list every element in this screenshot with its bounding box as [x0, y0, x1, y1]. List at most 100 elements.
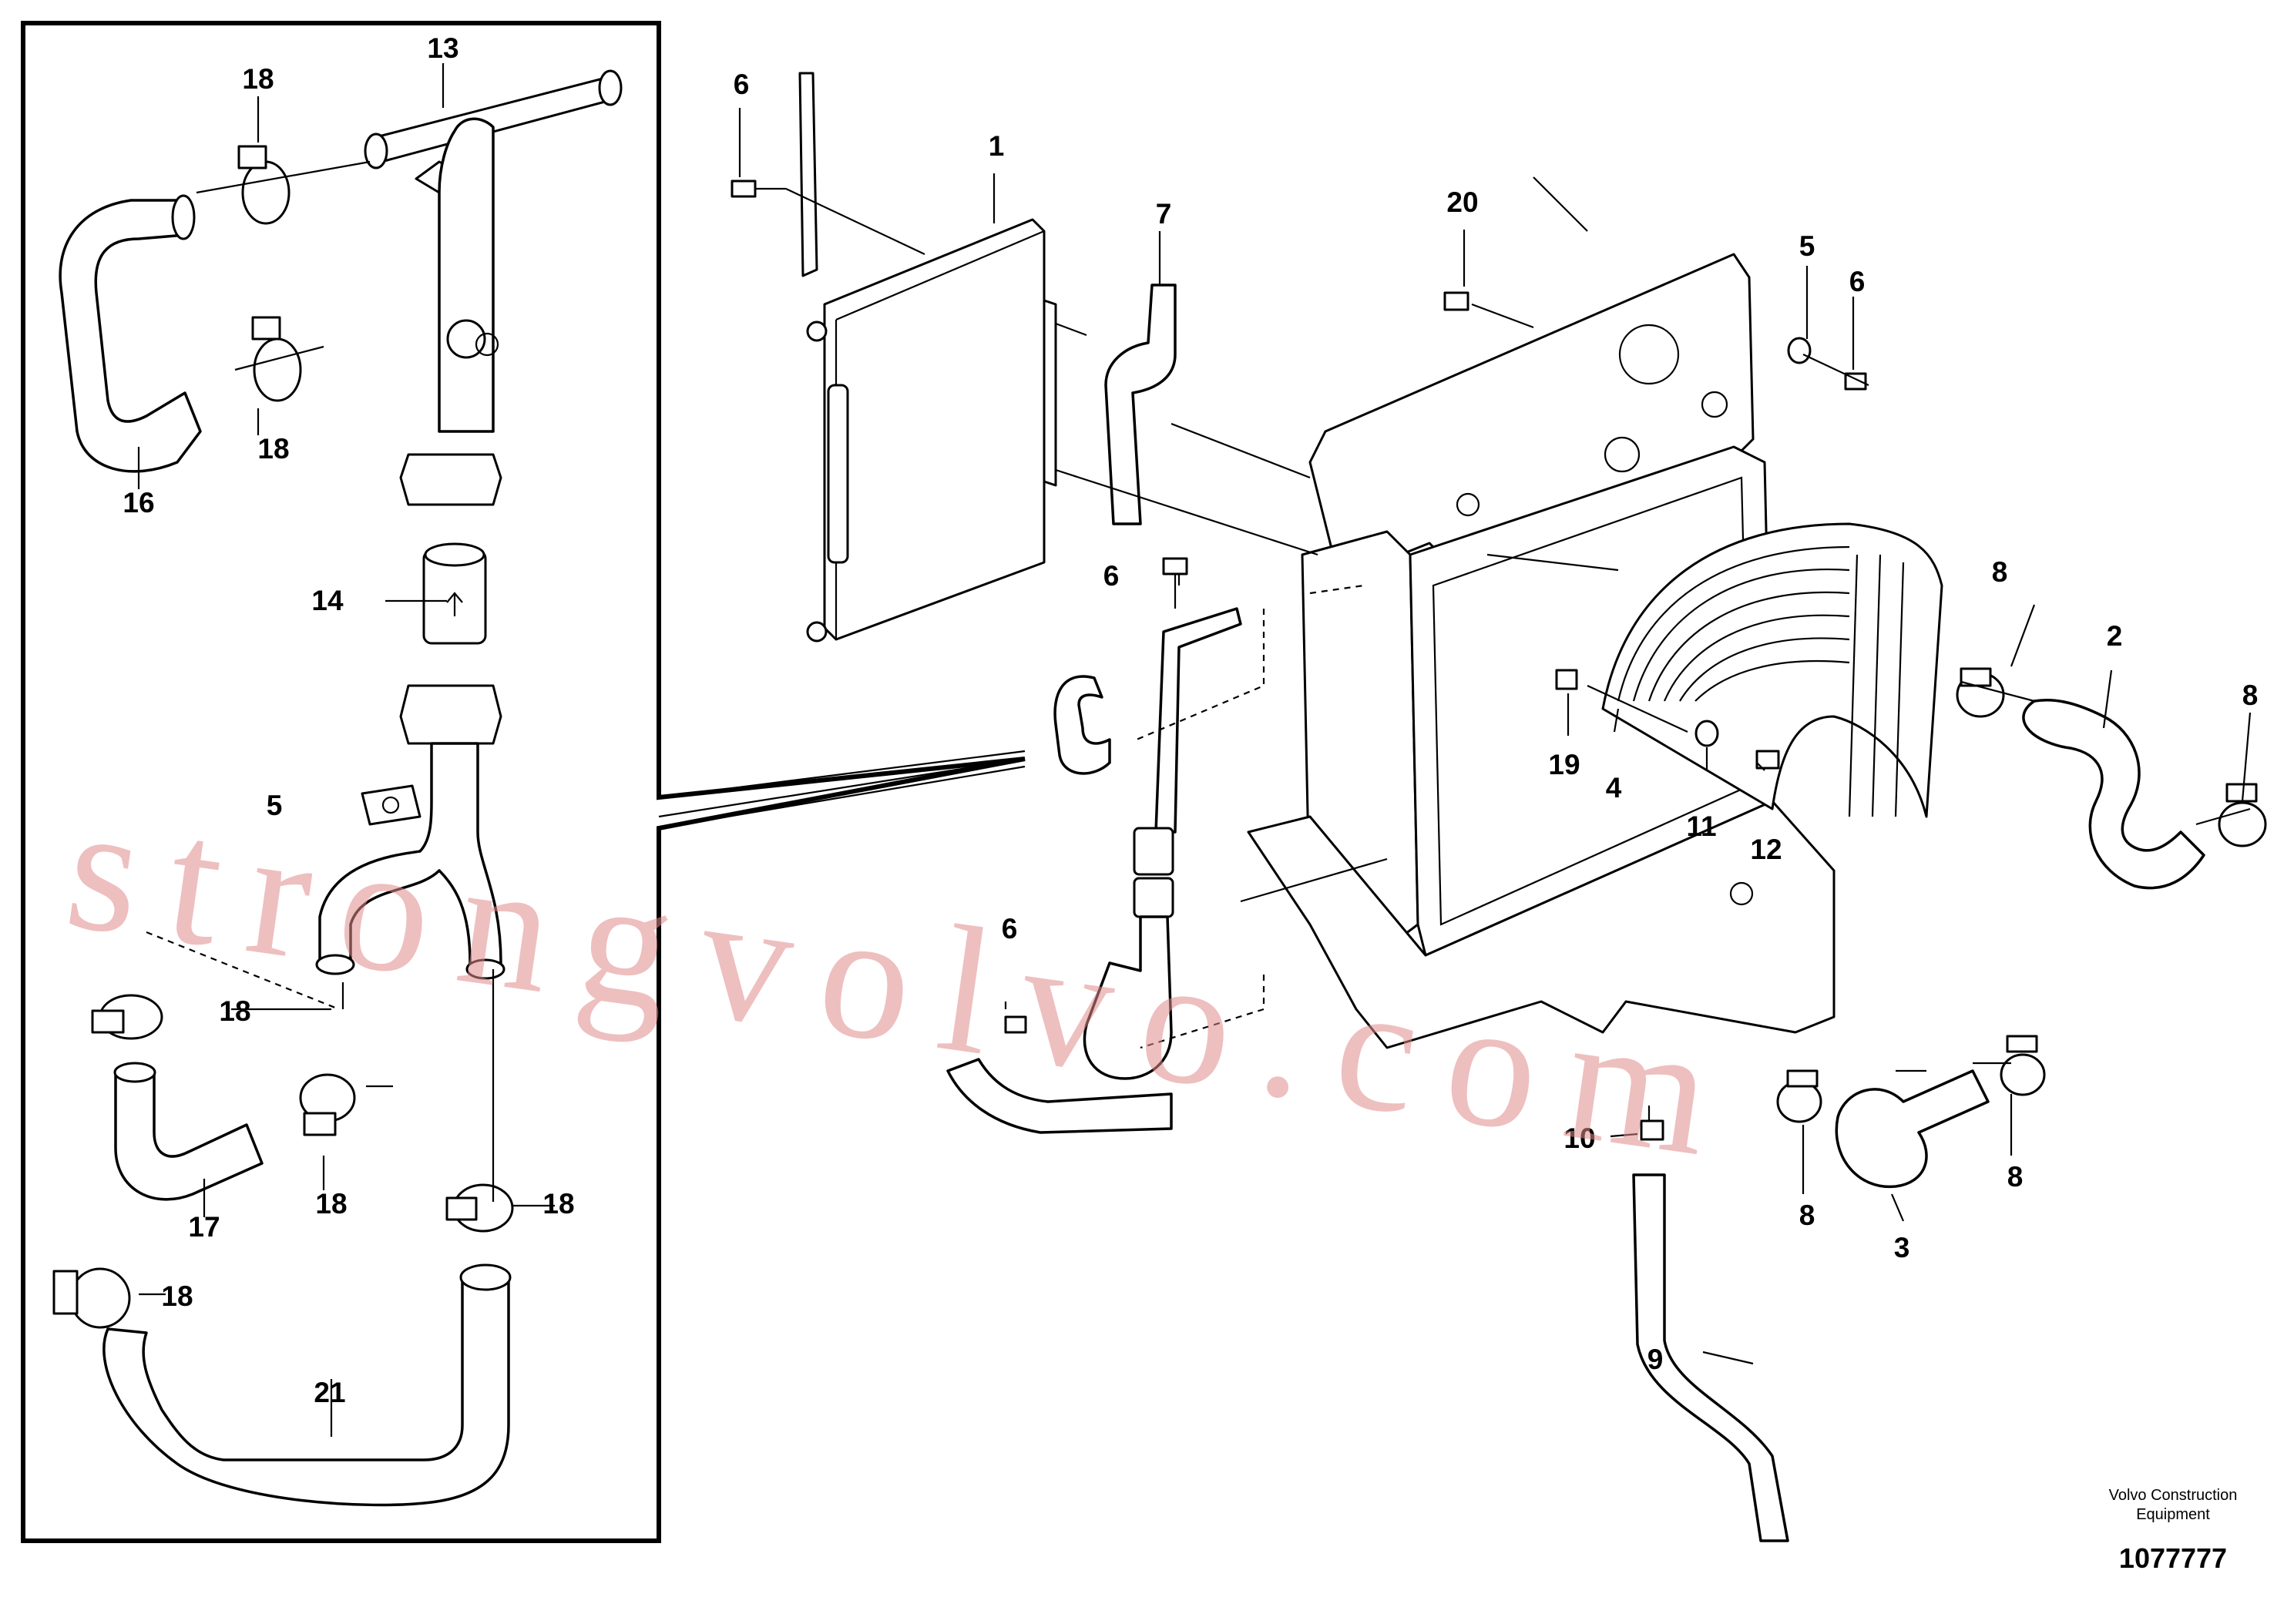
clamp-8	[1956, 667, 2005, 718]
callout-4: 4	[1606, 772, 1622, 804]
callout-8-a: 8	[1992, 556, 2008, 588]
callout-8-d: 8	[2007, 1161, 2024, 1193]
callout-18-b: 18	[257, 433, 289, 465]
bolt-6	[731, 180, 786, 198]
hose-21-end	[459, 1263, 512, 1291]
clip-19	[1555, 669, 1578, 690]
mount-hole	[1456, 492, 1480, 517]
clamp-8	[1776, 1069, 1822, 1123]
clamp-18	[237, 145, 291, 225]
publisher-line-1: Volvo Construction	[2109, 1487, 2238, 1504]
callout-5-main: 5	[1799, 230, 1815, 262]
clamp-18	[251, 316, 302, 402]
y-pipe	[318, 742, 502, 965]
publisher-block: Volvo Construction Equipment 1077777	[2109, 1487, 2238, 1574]
mount-hole	[1618, 324, 1680, 385]
callout-5-inset: 5	[267, 790, 283, 821]
hose-9	[1632, 1173, 1789, 1542]
hinge-strip	[827, 384, 849, 564]
nut-upper	[399, 453, 502, 506]
callouts: 1 2 3 4 5 5 6 6 6 6 7 8 8 8 8 9 10 11 12…	[123, 32, 2258, 1408]
callout-6-right: 6	[1849, 266, 1866, 297]
callout-18-f: 18	[161, 1280, 193, 1312]
vertical-pipe	[438, 117, 495, 433]
callout-1: 1	[989, 130, 1005, 162]
check-valve-top	[424, 542, 485, 567]
washer-5	[1787, 337, 1812, 364]
callout-11: 11	[1686, 810, 1716, 842]
clip-10	[1640, 1119, 1664, 1141]
flow-arrow-icon	[446, 592, 463, 616]
y-pipe-bracket	[361, 784, 422, 826]
callout-6-mid: 6	[1103, 560, 1120, 592]
stud	[806, 320, 828, 342]
callout-3: 3	[1894, 1232, 1910, 1263]
hose-17-end	[113, 1062, 156, 1083]
fan-guard	[1601, 522, 1943, 818]
callout-6-top: 6	[734, 69, 750, 100]
inset-leader-lines	[658, 750, 1026, 830]
cooler-plate-1	[823, 218, 1046, 641]
mount-hole	[1701, 391, 1728, 418]
callout-18-d: 18	[315, 1188, 347, 1220]
mount-hole	[1604, 436, 1641, 473]
hose-7	[1104, 284, 1177, 525]
inset-parts	[52, 63, 623, 1507]
clamp-8	[2000, 1035, 2046, 1096]
callout-14: 14	[311, 585, 344, 616]
cooler-bracket	[1043, 299, 1057, 487]
small-fitting	[1133, 827, 1174, 876]
bolt-20	[1443, 291, 1469, 311]
callout-8-b: 8	[2242, 679, 2259, 711]
bolt-6	[1162, 557, 1188, 609]
bolt-12	[1755, 750, 1780, 770]
inset-frame	[21, 21, 1026, 1543]
hose-17	[114, 1069, 264, 1201]
detail-inset	[21, 21, 1026, 1543]
washer-11	[1694, 720, 1719, 747]
callout-18-a: 18	[242, 63, 274, 95]
mount-hole	[1729, 881, 1754, 906]
hose-3	[1835, 1069, 1990, 1189]
callout-18-c: 18	[219, 995, 250, 1027]
callout-17: 17	[188, 1211, 220, 1243]
inset-leaders	[137, 63, 555, 1437]
callout-8-c: 8	[1799, 1200, 1815, 1231]
small-vertical-pipe	[1154, 607, 1242, 834]
small-lower-hose	[946, 1058, 1173, 1134]
small-tee-pipe	[1053, 675, 1111, 775]
bolt-6	[1004, 1015, 1027, 1034]
clamp-18	[52, 1267, 131, 1329]
tee-pipe-end	[364, 133, 388, 169]
clamp-18	[445, 1183, 514, 1233]
main-dashed-links	[1136, 584, 1365, 1049]
callout-13: 13	[427, 32, 458, 64]
main-assembly	[731, 72, 2267, 1542]
drawing-number: 1077777	[2119, 1542, 2227, 1574]
nut-lower	[399, 684, 502, 745]
pipe-fitting-bore	[475, 332, 499, 357]
stud	[806, 621, 828, 643]
callout-20: 20	[1446, 186, 1478, 218]
y-pipe-end	[465, 958, 505, 980]
callout-6-low: 6	[1002, 913, 1018, 945]
callout-19: 19	[1548, 749, 1580, 780]
clamp-18	[91, 994, 163, 1040]
bracket-hole	[381, 796, 400, 814]
hose-2	[2022, 698, 2205, 890]
callout-16: 16	[123, 487, 154, 518]
tee-pipe-end	[598, 69, 623, 106]
callout-10: 10	[1563, 1122, 1595, 1154]
hose-21	[102, 1277, 510, 1507]
clamp-18	[299, 1073, 356, 1136]
callout-21: 21	[314, 1377, 345, 1408]
callout-12: 12	[1750, 834, 1782, 865]
small-lower-pipe	[1083, 915, 1173, 1080]
pipe-fitting	[446, 319, 486, 359]
radiator-base	[1247, 800, 1836, 1049]
small-fitting	[1133, 877, 1174, 918]
y-pipe-end	[315, 954, 355, 975]
main-leaders	[738, 108, 2252, 1365]
callout-9: 9	[1647, 1344, 1664, 1375]
